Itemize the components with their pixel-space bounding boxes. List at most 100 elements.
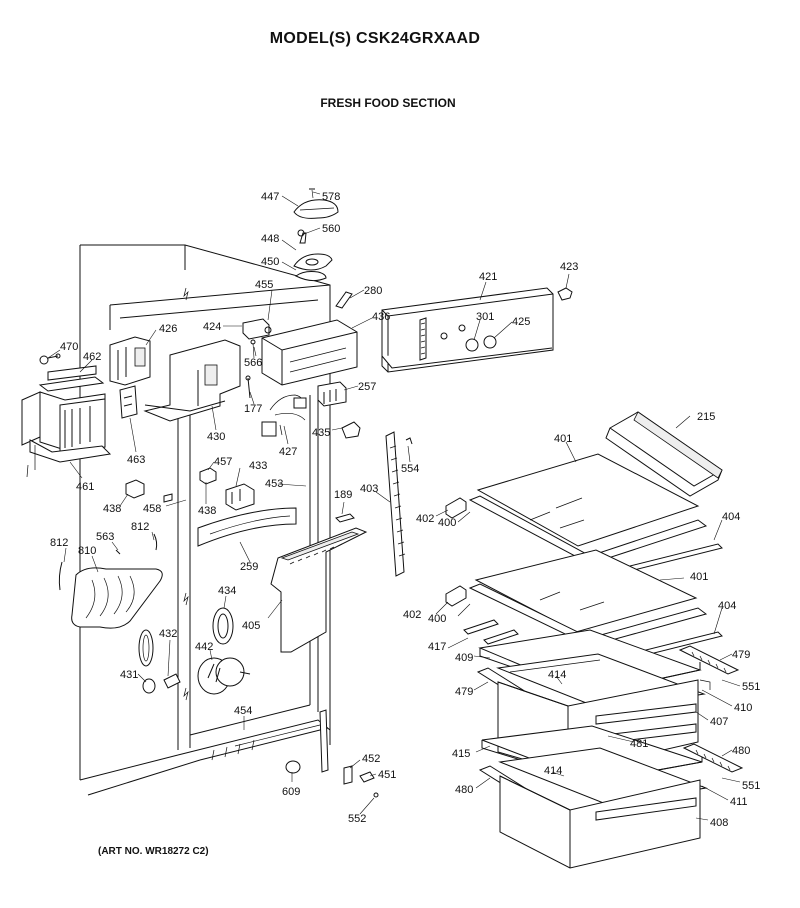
section-title: FRESH FOOD SECTION xyxy=(320,96,456,110)
grommet-431 xyxy=(142,678,156,694)
part-label: 421 xyxy=(479,271,497,283)
part-label: 609 xyxy=(282,786,300,798)
grommet-432 xyxy=(163,673,181,689)
part-label: 402 xyxy=(416,513,434,525)
connector-257 xyxy=(317,381,347,407)
slide-rail-479-right xyxy=(678,645,740,675)
rail-417 xyxy=(463,619,519,645)
part-label: 551 xyxy=(742,681,760,693)
part-label: 257 xyxy=(358,381,376,393)
drain-tube-812-b xyxy=(153,533,158,551)
part-label: 448 xyxy=(261,233,279,245)
part-label: 407 xyxy=(710,716,728,728)
part-label: 554 xyxy=(401,463,419,475)
screw-189 xyxy=(335,513,355,523)
part-label: 566 xyxy=(244,357,262,369)
switch-433 xyxy=(225,483,255,511)
part-label: 426 xyxy=(159,323,177,335)
part-label: 401 xyxy=(690,571,708,583)
part-label: 409 xyxy=(455,652,473,664)
dairy-bin-215 xyxy=(605,411,723,497)
part-label: 404 xyxy=(722,511,740,523)
tube-coil-810 xyxy=(71,567,163,629)
part-label: 280 xyxy=(364,285,382,297)
part-label: 401 xyxy=(554,433,572,445)
part-label: 411 xyxy=(730,796,748,808)
leader-lines xyxy=(47,191,741,821)
part-label: 454 xyxy=(234,705,252,717)
art-number: (ART NO. WR18272 C2) xyxy=(98,846,209,857)
part-label: 431 xyxy=(120,669,138,681)
part-label: 432 xyxy=(159,628,177,640)
part-label: 427 xyxy=(279,446,297,458)
part-label: 433 xyxy=(249,460,267,472)
part-label: 404 xyxy=(718,600,736,612)
part-label: 447 xyxy=(261,191,279,203)
part-label: 417 xyxy=(428,641,446,653)
wiring-harness-427 xyxy=(261,394,307,437)
part-label: 451 xyxy=(378,769,396,781)
shelf-bracket-402-upper xyxy=(445,497,467,519)
part-label: 560 xyxy=(322,223,340,235)
part-label: 259 xyxy=(240,561,258,573)
part-label: 563 xyxy=(96,531,114,543)
drain-tube-812-a xyxy=(58,561,63,591)
clip-554 xyxy=(405,437,413,445)
part-label: 453 xyxy=(265,478,283,490)
part-label: 551 xyxy=(742,780,760,792)
part-label: 578 xyxy=(322,191,340,203)
part-label: 423 xyxy=(560,261,578,273)
part-label: 400 xyxy=(428,613,446,625)
part-label: 436 xyxy=(372,311,390,323)
part-label: 301 xyxy=(476,311,494,323)
part-label: 434 xyxy=(218,585,236,597)
part-label: 455 xyxy=(255,279,273,291)
part-label: 452 xyxy=(362,753,380,765)
screw-470 xyxy=(39,353,61,365)
part-label: 812 xyxy=(50,537,68,549)
clip-463 xyxy=(119,385,138,419)
part-label: 400 xyxy=(438,517,456,529)
part-label: 177 xyxy=(244,403,262,415)
part-label: 189 xyxy=(334,489,352,501)
light-shield-436 xyxy=(261,319,358,386)
clip-435 xyxy=(341,421,361,439)
clip-457 xyxy=(199,467,217,485)
roller-609 xyxy=(285,760,301,774)
hinge-454 xyxy=(319,709,329,773)
cabinet-liner xyxy=(79,244,331,796)
part-label: 479 xyxy=(732,649,750,661)
part-label: 463 xyxy=(127,454,145,466)
hinge-448 xyxy=(293,229,333,282)
part-label: 435 xyxy=(312,427,330,439)
part-label: 461 xyxy=(76,481,94,493)
glass-shelf-401-lower xyxy=(468,549,708,647)
part-label: 470 xyxy=(60,341,78,353)
part-label: 438 xyxy=(198,505,216,517)
part-label: 479 xyxy=(455,686,473,698)
part-label: 442 xyxy=(195,641,213,653)
part-label: 403 xyxy=(360,483,378,495)
part-label: 458 xyxy=(143,503,161,515)
part-label: 425 xyxy=(512,316,530,328)
part-label: 405 xyxy=(242,620,260,632)
knob-423 xyxy=(557,287,573,301)
part-label: 552 xyxy=(348,813,366,825)
heater-434 xyxy=(212,607,234,645)
part-label: 430 xyxy=(207,431,225,443)
part-labels: 447 578 448 560 450 455 280 421 423 426 … xyxy=(50,191,760,829)
part-label: 480 xyxy=(455,784,473,796)
part-label: 462 xyxy=(83,351,101,363)
light-socket-424 xyxy=(242,318,272,340)
hinge-bracket-452 xyxy=(343,765,353,785)
part-label: 408 xyxy=(710,817,728,829)
part-label: 414 xyxy=(544,765,562,777)
part-label: 457 xyxy=(214,456,232,468)
part-label: 810 xyxy=(78,545,96,557)
hinge-cover-447 xyxy=(293,199,339,219)
part-label: 438 xyxy=(103,503,121,515)
screw-451 xyxy=(359,771,375,783)
shelf-ladder-403 xyxy=(385,431,406,577)
hinge-screw-578 xyxy=(309,188,315,199)
